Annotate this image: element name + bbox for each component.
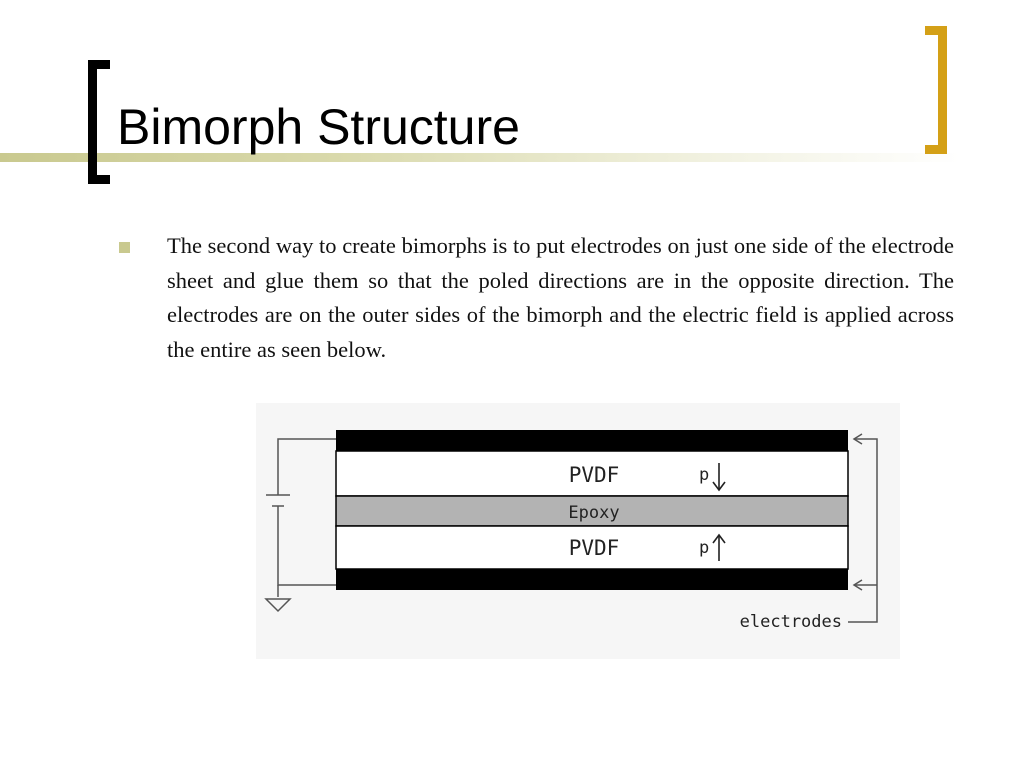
battery-circuit bbox=[266, 438, 336, 597]
top-pole-label: p bbox=[699, 465, 709, 485]
top-electrode bbox=[336, 430, 848, 451]
left-bracket-decoration bbox=[88, 60, 110, 184]
pole-down-arrow-icon bbox=[712, 463, 726, 492]
electrode-pointer-lines bbox=[848, 433, 878, 623]
bimorph-diagram: PVDF Epoxy PVDF p p elect bbox=[256, 403, 900, 659]
pole-up-arrow-icon bbox=[712, 533, 726, 561]
bottom-pvdf-layer bbox=[335, 525, 849, 570]
slide-title: Bimorph Structure bbox=[117, 99, 520, 155]
epoxy-label: Epoxy bbox=[568, 503, 619, 523]
top-pvdf-label: PVDF bbox=[569, 463, 620, 487]
bottom-electrode bbox=[336, 569, 848, 590]
right-bracket-decoration bbox=[925, 26, 947, 154]
title-underline-bar bbox=[0, 153, 960, 162]
bottom-pvdf-label: PVDF bbox=[569, 536, 620, 560]
epoxy-layer bbox=[335, 495, 849, 527]
bullet-square-icon bbox=[119, 242, 130, 253]
bullet-text: The second way to create bimorphs is to … bbox=[167, 233, 954, 362]
ground-symbol-icon bbox=[264, 598, 292, 613]
electrodes-label: electrodes bbox=[740, 612, 842, 632]
bimorph-diagram-svg: PVDF Epoxy PVDF p p elect bbox=[264, 430, 878, 632]
bottom-pole-label: p bbox=[699, 538, 709, 558]
